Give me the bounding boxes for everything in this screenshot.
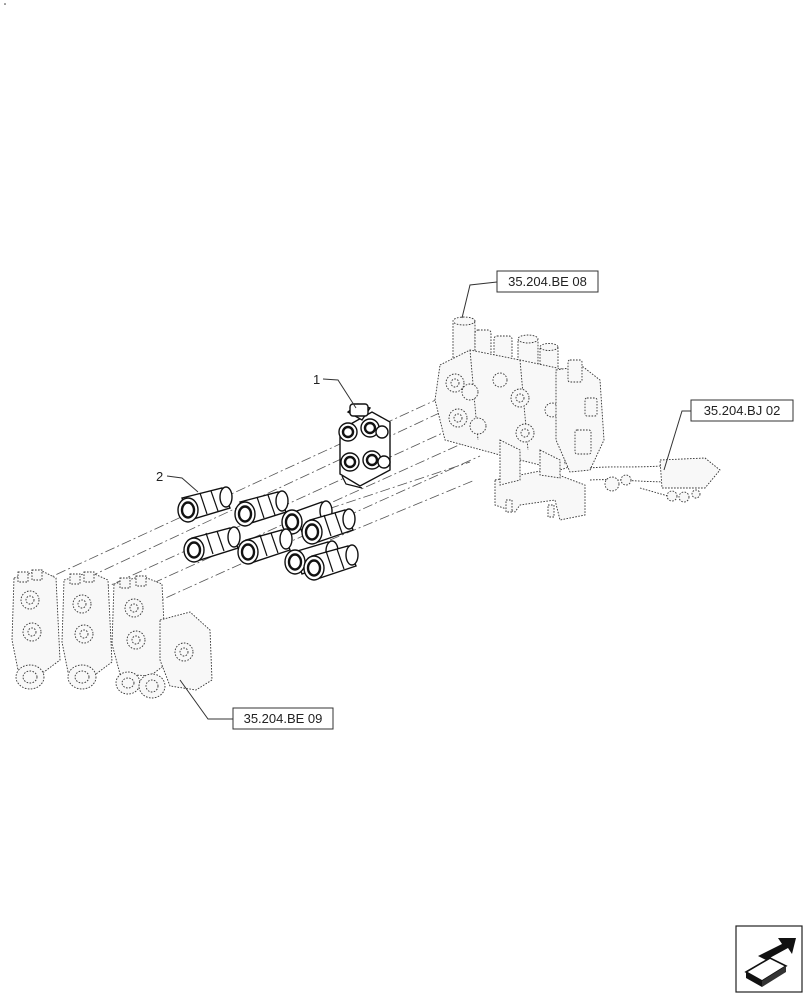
dot-mark-icon	[4, 3, 6, 5]
ref-label-bottom-left: 35.204.BE 09	[244, 711, 323, 726]
coupler	[183, 526, 241, 563]
ref-bottom-left-leader	[179, 679, 233, 720]
ref-top-right-leader	[461, 281, 498, 319]
lower-valve-sections	[11, 569, 213, 699]
next-page-arrow-icon[interactable]	[735, 925, 803, 993]
coupler	[303, 544, 359, 581]
ref-label-right: 35.204.BJ 02	[704, 403, 781, 418]
coupler	[237, 528, 293, 565]
callout-2-leader	[166, 475, 199, 493]
coupler	[234, 490, 289, 527]
ref-box-top-right[interactable]: 35.204.BE 08	[496, 270, 599, 293]
valve-block-item-1	[338, 403, 391, 489]
ref-right-leader	[663, 410, 691, 471]
coupler	[301, 508, 356, 545]
callout-2: 2	[156, 469, 163, 484]
ref-label-top-right: 35.204.BE 08	[508, 274, 587, 289]
ref-box-bottom-left[interactable]: 35.204.BE 09	[232, 707, 334, 730]
callout-1-leader	[322, 378, 357, 409]
ref-box-right[interactable]: 35.204.BJ 02	[690, 399, 794, 422]
main-valve-bank	[434, 316, 721, 521]
couplers-item-2	[177, 486, 359, 581]
coupler	[177, 486, 233, 523]
callout-1: 1	[313, 372, 320, 387]
